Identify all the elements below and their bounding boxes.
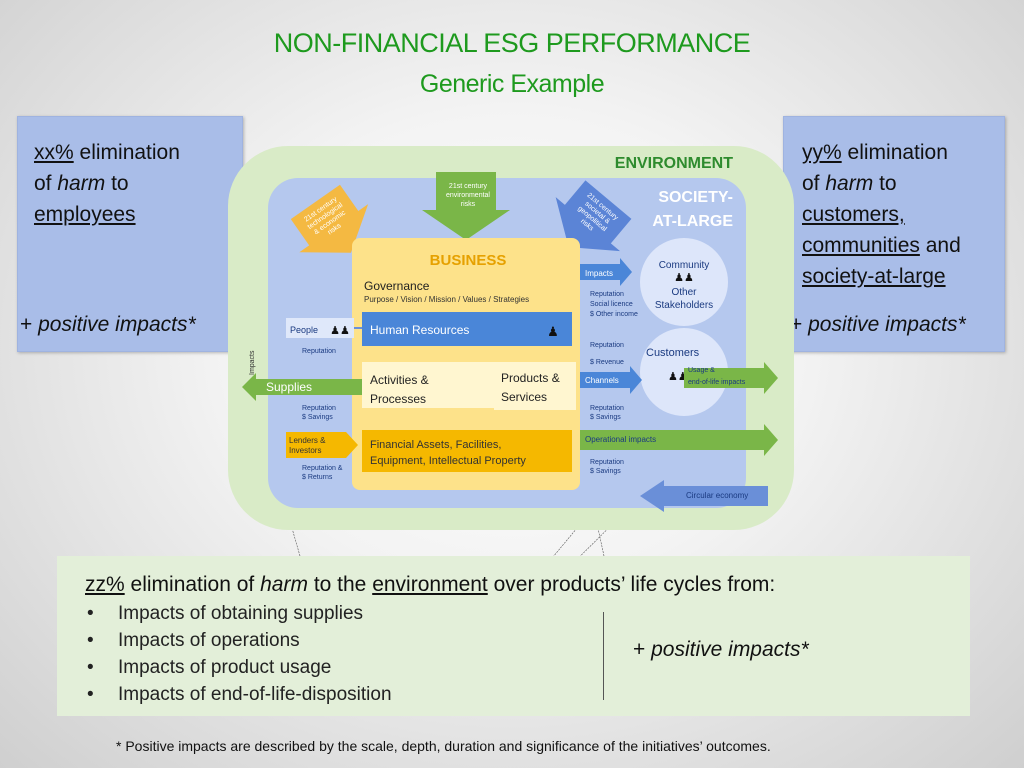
person-icon: ♟ (547, 324, 559, 339)
svg-text:Services: Services (501, 390, 547, 404)
svg-text:Reputation: Reputation (302, 348, 336, 355)
operational-impacts-arrow (580, 424, 778, 456)
usage-arrow (684, 362, 778, 394)
people-icon: ♟♟ (330, 325, 350, 337)
svg-text:Activities &: Activities & (370, 373, 429, 387)
svg-text:Customers: Customers (646, 347, 700, 359)
environment-impact-list: Impacts of obtaining supplies Impacts of… (85, 600, 392, 708)
svg-text:21st century: 21st century (449, 183, 488, 190)
svg-text:Channels: Channels (585, 376, 619, 385)
community-icon: ♟♟ (674, 272, 694, 284)
svg-text:environmental: environmental (446, 192, 490, 199)
environment-label: ENVIRONMENT (615, 155, 733, 172)
svg-text:Reputation: Reputation (302, 405, 336, 412)
list-item: Impacts of end-of-life-disposition (85, 681, 392, 708)
employees-metric: xx% (34, 141, 74, 164)
community-circle (640, 238, 728, 326)
divider (603, 612, 604, 700)
human-resources-label: Human Resources (370, 323, 469, 337)
page-title: NON-FINANCIAL ESG PERFORMANCE (273, 28, 751, 58)
environment-box: zz% elimination of harm to the environme… (57, 556, 970, 716)
svg-text:Usage &: Usage & (688, 367, 715, 374)
list-item: Impacts of product usage (85, 654, 392, 681)
footnote: * Positive impacts are described by the … (116, 738, 771, 754)
svg-text:$ Savings: $ Savings (590, 414, 621, 421)
svg-text:$ Revenue: $ Revenue (590, 359, 624, 366)
page-subtitle: Generic Example (419, 70, 605, 98)
business-label: BUSINESS (430, 252, 507, 269)
environmental-risks-arrow: 21st century environmental risks (422, 172, 510, 240)
svg-text:Financial Assets, Facilities,: Financial Assets, Facilities, (370, 439, 501, 451)
societal-risks-arrow: 21st century societal & geopolitical ris… (555, 180, 632, 252)
svg-text:People: People (290, 325, 318, 335)
people-label-box (286, 318, 354, 338)
svg-text:Investors: Investors (289, 446, 321, 455)
svg-text:$ Savings: $ Savings (590, 468, 621, 475)
customers-positive-impacts: + positive impacts* (790, 313, 966, 336)
customers-metric: yy% (802, 141, 842, 164)
svg-text:$ Savings: $ Savings (302, 414, 333, 421)
svg-text:Lenders &: Lenders & (289, 436, 326, 445)
svg-text:Reputation: Reputation (590, 291, 624, 298)
impacts-arrow (580, 258, 632, 286)
list-item: Impacts of operations (85, 627, 392, 654)
svg-text:Impacts: Impacts (249, 350, 256, 375)
list-item: Impacts of obtaining supplies (85, 600, 392, 627)
svg-text:Impacts: Impacts (585, 269, 613, 278)
svg-text:Equipment, Intellectual Proper: Equipment, Intellectual Property (370, 455, 526, 467)
svg-text:$ Returns: $ Returns (302, 474, 333, 481)
svg-text:Reputation &: Reputation & (302, 465, 343, 472)
governance-sub: Purpose / Vision / Mission / Values / St… (364, 295, 529, 304)
environment-positive-impacts: + positive impacts* (633, 638, 809, 661)
employees-target: employees (34, 203, 136, 226)
lenders-arrow (286, 432, 358, 458)
customers-icon: ♟♟ (668, 371, 688, 383)
activities-box (362, 362, 512, 408)
svg-text:Other: Other (671, 287, 697, 298)
svg-text:Reputation: Reputation (590, 342, 624, 349)
circular-economy-arrow (640, 480, 768, 512)
supplies-arrow (242, 373, 362, 401)
svg-text:Stakeholders: Stakeholders (655, 300, 713, 311)
svg-text:end-of-life impacts: end-of-life impacts (688, 379, 746, 386)
svg-text:Products &: Products & (501, 371, 560, 385)
channels-arrow (580, 366, 642, 394)
svg-text:Social licence: Social licence (590, 301, 633, 308)
supplies-label: Supplies (266, 380, 312, 394)
harm-word: harm (57, 172, 106, 195)
svg-text:Reputation: Reputation (590, 459, 624, 466)
business-ecosystem-diagram: ENVIRONMENT SOCIETY- AT-LARGE 21st centu… (228, 146, 794, 530)
society-label-1: SOCIETY- (658, 189, 733, 206)
employees-box: xx% elimination of harm to employees + p… (17, 116, 243, 352)
products-box (494, 362, 576, 410)
assets-bar (362, 430, 572, 472)
svg-text:Reputation: Reputation (590, 405, 624, 412)
governance-label: Governance (364, 279, 430, 293)
svg-text:$ Other income: $ Other income (590, 311, 638, 318)
svg-text:Community: Community (659, 260, 710, 271)
technological-risks-arrow: 21st century technological & economic ri… (290, 184, 369, 253)
svg-text:risks: risks (461, 201, 476, 208)
svg-text:Processes: Processes (370, 392, 426, 406)
society-label-2: AT-LARGE (652, 213, 733, 230)
employees-positive-impacts: + positive impacts* (20, 313, 196, 336)
human-resources-bar (362, 312, 572, 346)
svg-text:Circular economy: Circular economy (686, 491, 748, 500)
environment-headline: zz% elimination of harm to the environme… (85, 573, 776, 596)
svg-text:Operational impacts: Operational impacts (585, 435, 656, 444)
customers-box: yy% elimination of harm to customers, co… (783, 116, 1005, 352)
